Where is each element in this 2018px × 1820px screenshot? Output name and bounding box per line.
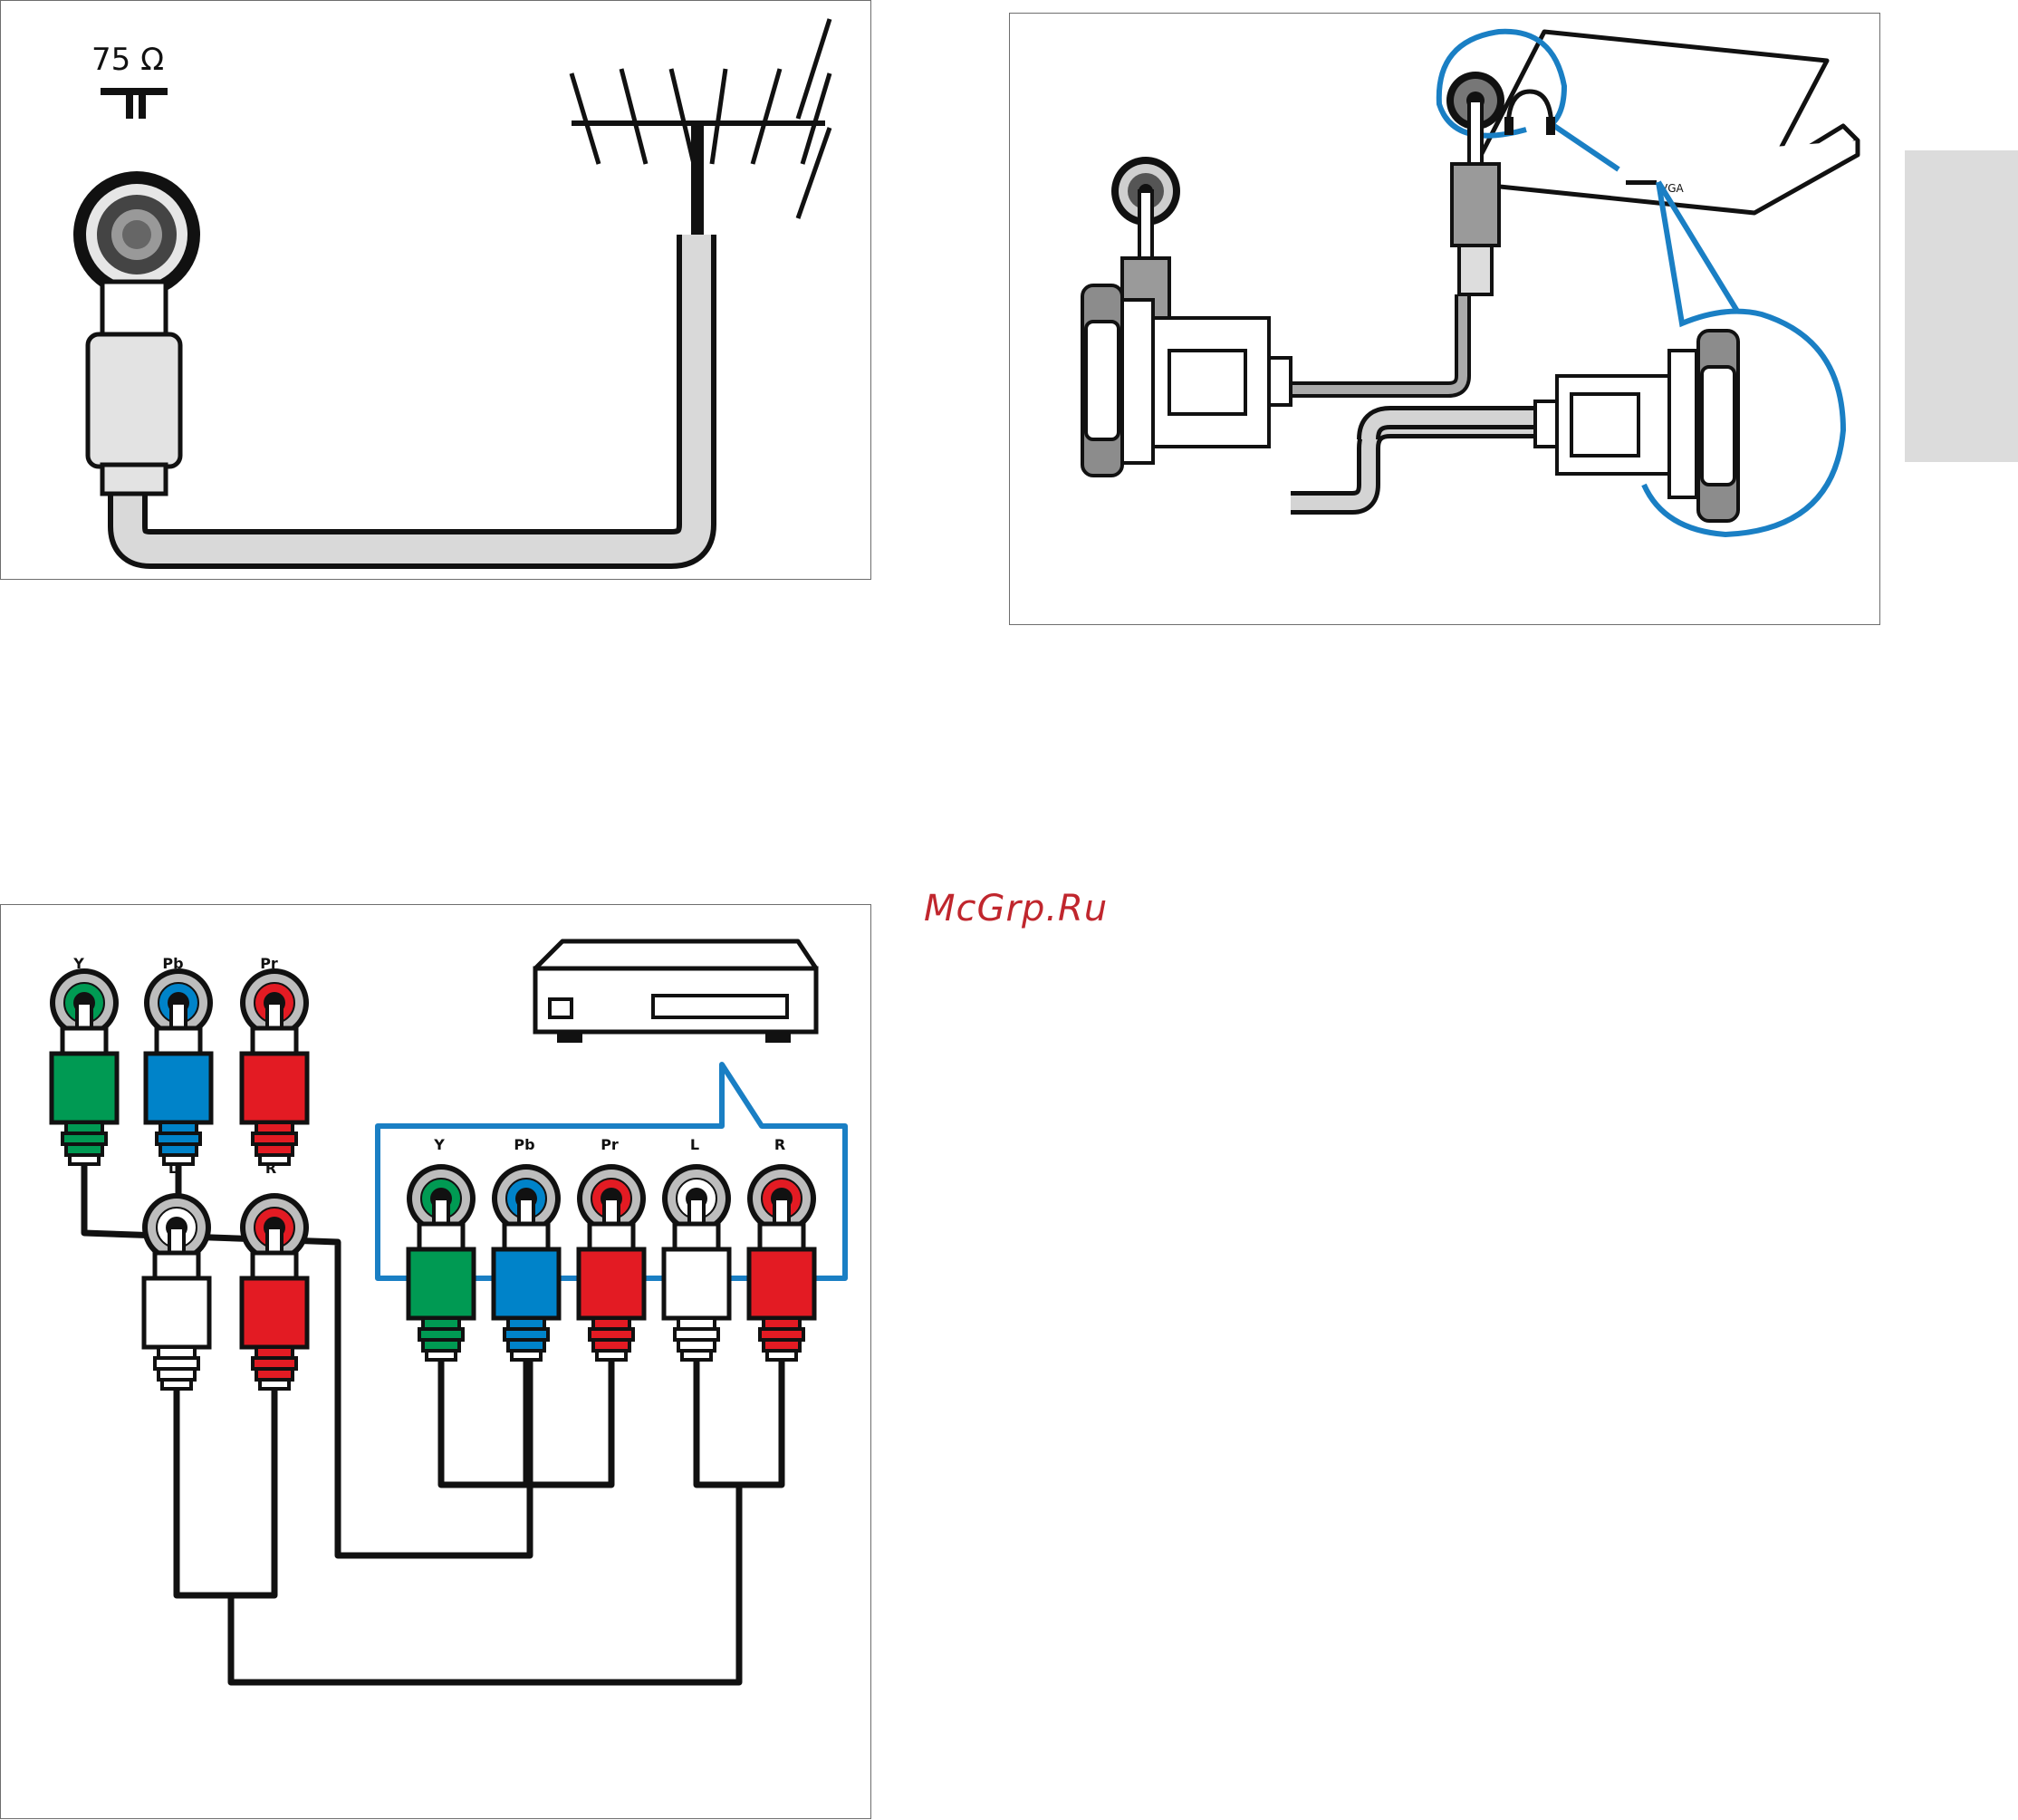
device-label: Pb <box>514 1136 534 1153</box>
antenna-panel: 75 Ω <box>0 0 871 580</box>
antenna-cable <box>128 235 697 549</box>
device-l-jack <box>662 1164 731 1360</box>
coax-plug-icon <box>88 282 180 494</box>
tv-y-jack <box>50 968 119 1164</box>
device-pb-jack <box>492 1164 561 1360</box>
tv-audio-label: L <box>168 1160 178 1177</box>
tv-video-label: Pr <box>260 955 278 972</box>
device-y-jack <box>407 1164 476 1360</box>
tv-video-label: Y <box>72 955 84 972</box>
tv-pb-jack <box>144 968 213 1164</box>
tv-video-label: Pb <box>162 955 183 972</box>
coax-symbol-icon <box>101 88 168 119</box>
impedance-label: 75 Ω <box>91 42 164 78</box>
device-label: Pr <box>601 1136 619 1153</box>
tv-pr-jack <box>240 968 309 1164</box>
laptop-icon: VGA <box>1474 32 1858 213</box>
vga-plug-icon <box>1082 285 1291 476</box>
side-tab <box>1905 150 2018 462</box>
device-label: L <box>690 1136 699 1153</box>
watermark-text: McGrp.Ru <box>924 888 1108 929</box>
device-r-jack <box>747 1164 816 1360</box>
tv-audio-r-jack <box>240 1193 309 1389</box>
tv-audio-l-jack <box>142 1193 211 1389</box>
dvd-player-icon <box>535 941 816 1043</box>
antenna-icon <box>572 19 830 237</box>
pc-connection-panel: VGA <box>1009 13 1880 625</box>
vga-cable <box>1282 403 1544 503</box>
tv-audio-label: R <box>265 1160 276 1177</box>
device-label: Y <box>433 1136 445 1153</box>
device-pr-jack <box>577 1164 646 1360</box>
device-label: R <box>774 1136 785 1153</box>
vga-plug-icon <box>1535 331 1738 521</box>
coax-socket-icon <box>73 171 200 298</box>
